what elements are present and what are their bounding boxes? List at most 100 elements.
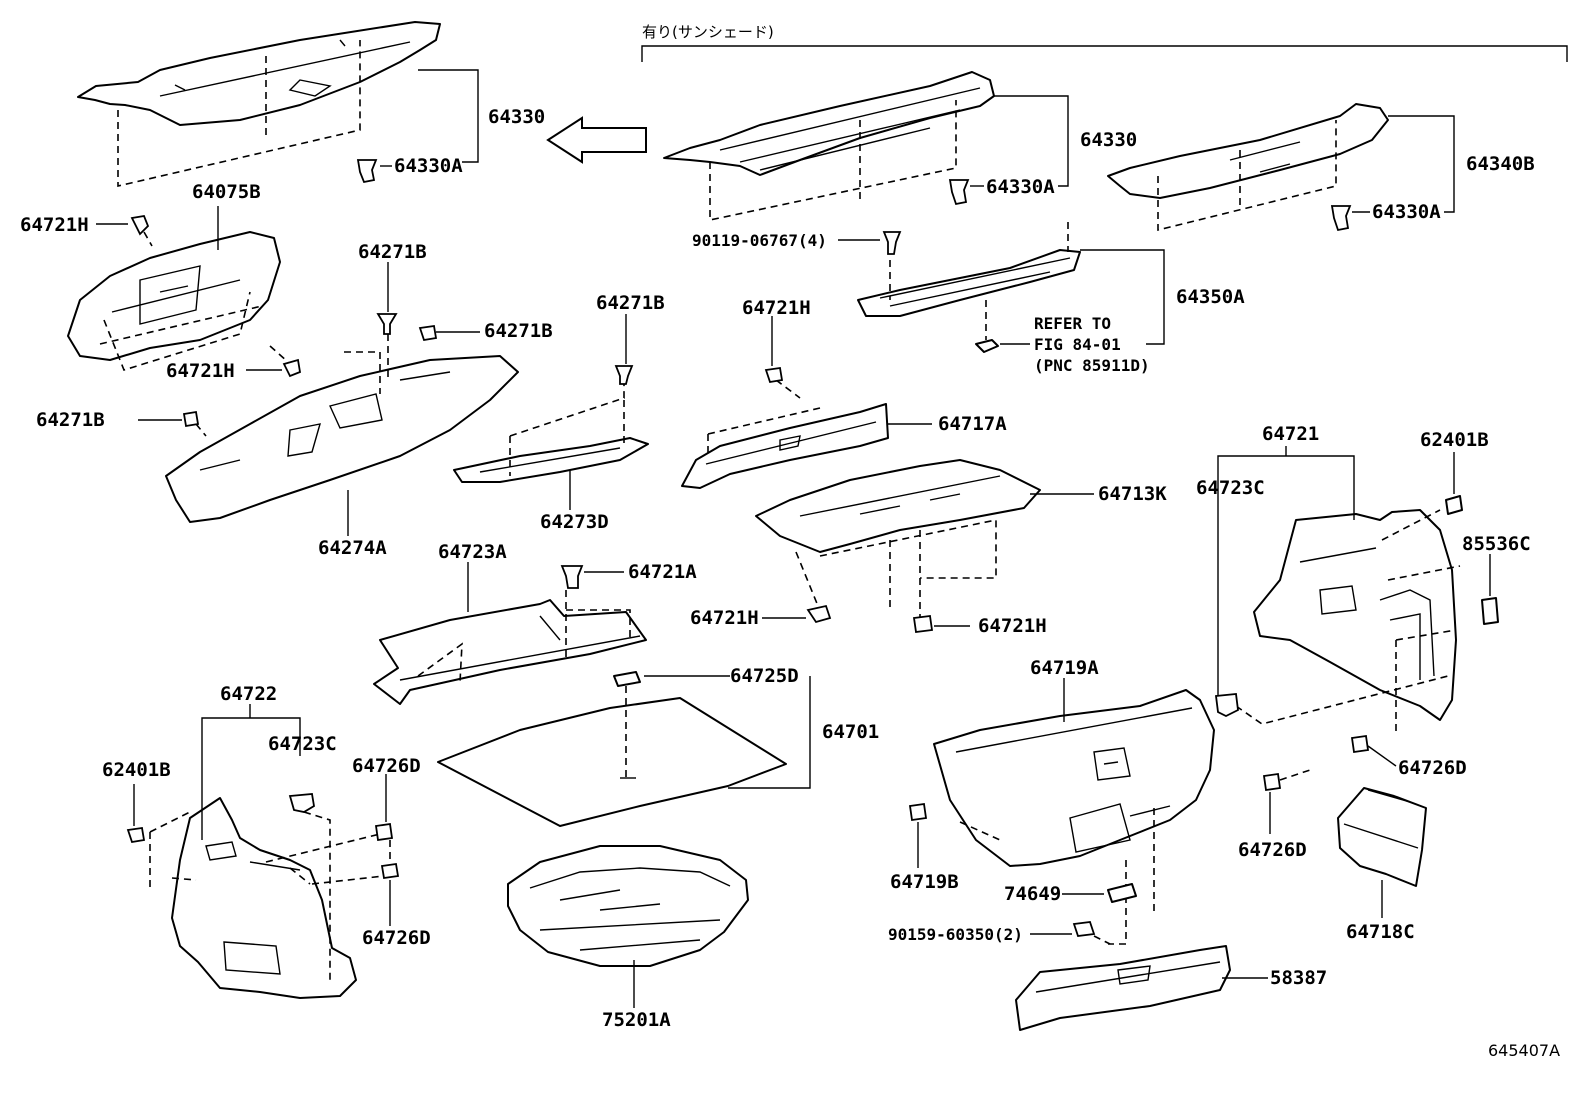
- sunshade-bracket: [641, 45, 1568, 62]
- clip-64330A-mid: [948, 179, 970, 206]
- mat-64701: [437, 671, 787, 827]
- refer-note-line2: FIG 84-01: [1034, 335, 1121, 354]
- clip-64719B: [908, 802, 928, 822]
- tire-tray-75201A: [507, 845, 749, 967]
- figure-code: 645407A: [1488, 1041, 1560, 1060]
- clip-64271B-b: [418, 324, 438, 342]
- clip-62401B-left: [126, 826, 146, 844]
- refer-note-line1: REFER TO: [1034, 314, 1111, 333]
- label-64271B-a: 64271B: [358, 241, 427, 263]
- screw-90119-icon: [882, 231, 902, 255]
- leader-64330-left: [418, 69, 479, 163]
- label-75201A: 75201A: [602, 1009, 671, 1031]
- leader-64075B: [96, 206, 219, 250]
- speaker-cover-64075B: [67, 231, 281, 371]
- label-64330-mid: 64330: [1080, 129, 1137, 151]
- label-64271B-b: 64271B: [484, 320, 553, 342]
- clip-64723C-left: [288, 793, 315, 813]
- label-64721H-b: 64721H: [166, 360, 235, 382]
- clip-64726D-d: [1262, 772, 1282, 792]
- sunshade-rail-64350A: [857, 222, 1081, 353]
- clip-64721H-d: [806, 604, 832, 624]
- leader-64721: [1217, 446, 1355, 700]
- label-62401B-left: 62401B: [102, 759, 171, 781]
- label-64726D-a: 64726D: [352, 755, 421, 777]
- quarter-trim-64722: [149, 797, 385, 999]
- label-64726D-b: 64726D: [362, 927, 431, 949]
- left-arrow-icon: [546, 116, 647, 164]
- clip-64726D-b: [380, 862, 400, 880]
- label-58387: 58387: [1270, 967, 1327, 989]
- panel-64718C: [1337, 787, 1427, 887]
- clip-64330A-right: [1330, 205, 1352, 232]
- clip-64271B-a: [376, 313, 398, 335]
- header-note: 有り(サンシェード): [642, 23, 774, 41]
- label-64723C-right: 64723C: [1196, 477, 1265, 499]
- label-64350A: 64350A: [1176, 286, 1245, 308]
- package-tray-right: [1107, 103, 1389, 232]
- package-tray-middle: [663, 71, 995, 221]
- label-64273D: 64273D: [540, 511, 609, 533]
- board-64723A: [373, 590, 647, 705]
- label-64726D-d: 64726D: [1238, 839, 1307, 861]
- label-90119: 90119-06767(4): [692, 231, 827, 250]
- label-64719A: 64719A: [1030, 657, 1099, 679]
- label-64721H-d: 64721H: [690, 607, 759, 629]
- label-64271B-c: 64271B: [36, 409, 105, 431]
- label-64075B: 64075B: [192, 181, 261, 203]
- label-64718C: 64718C: [1346, 921, 1415, 943]
- clip-64721H-b: [282, 358, 302, 378]
- trim-64273D: [453, 382, 649, 483]
- label-64725D: 64725D: [730, 665, 799, 687]
- label-64721: 64721: [1262, 423, 1319, 445]
- clip-64721H-c: [764, 366, 784, 384]
- label-64330A-right: 64330A: [1372, 201, 1441, 223]
- sill-plate-58387: [1015, 945, 1231, 1031]
- label-62401B-right: 62401B: [1420, 429, 1489, 451]
- label-74649: 74649: [1004, 883, 1061, 905]
- label-64719B: 64719B: [890, 871, 959, 893]
- clip-62401B-right: [1445, 495, 1463, 515]
- label-90159: 90159-60350(2): [888, 925, 1023, 944]
- label-64721H-c: 64721H: [742, 297, 811, 319]
- label-64722: 64722: [220, 683, 277, 705]
- label-64330-left: 64330: [488, 106, 545, 128]
- label-64723A: 64723A: [438, 541, 507, 563]
- trunk-floor-64713K: [755, 459, 1041, 620]
- trim-64717A: [681, 379, 889, 489]
- label-64713K: 64713K: [1098, 483, 1167, 505]
- leader-64722: [201, 704, 301, 840]
- refer-note-line3: (PNC 85911D): [1034, 356, 1150, 375]
- clip-64723C-right: [1214, 693, 1239, 718]
- clip-64721A: [560, 565, 584, 589]
- pad-74649: [1107, 883, 1137, 903]
- leader-64340B: [1388, 115, 1455, 213]
- clip-64726D-a: [374, 822, 394, 842]
- clip-64726D-c: [1350, 734, 1370, 754]
- label-64274A: 64274A: [318, 537, 387, 559]
- leader-64726D-c: [1367, 745, 1397, 767]
- label-64721H-e: 64721H: [978, 615, 1047, 637]
- label-85536C: 85536C: [1462, 533, 1531, 555]
- label-64717A: 64717A: [938, 413, 1007, 435]
- quarter-trim-64721: [1235, 509, 1461, 736]
- clip-64271B-d: [614, 365, 634, 385]
- clip-64271B-c: [182, 410, 200, 428]
- label-64340B: 64340B: [1466, 153, 1535, 175]
- clip-64330A-left: [356, 159, 378, 184]
- leader-64701: [644, 675, 811, 789]
- label-64330A-mid: 64330A: [986, 176, 1055, 198]
- clip-85536C: [1481, 597, 1499, 625]
- label-64721A: 64721A: [628, 561, 697, 583]
- label-64271B-d: 64271B: [596, 292, 665, 314]
- clip-64721H-a: [130, 214, 150, 236]
- screw-90159-icon: [1072, 921, 1096, 937]
- trunk-trim-64274A: [165, 351, 519, 523]
- leader-64330-mid: [994, 95, 1069, 187]
- label-64723C-left: 64723C: [268, 733, 337, 755]
- label-64701: 64701: [822, 721, 879, 743]
- clip-64721H-e: [912, 614, 934, 634]
- leader-64350A: [1080, 249, 1165, 345]
